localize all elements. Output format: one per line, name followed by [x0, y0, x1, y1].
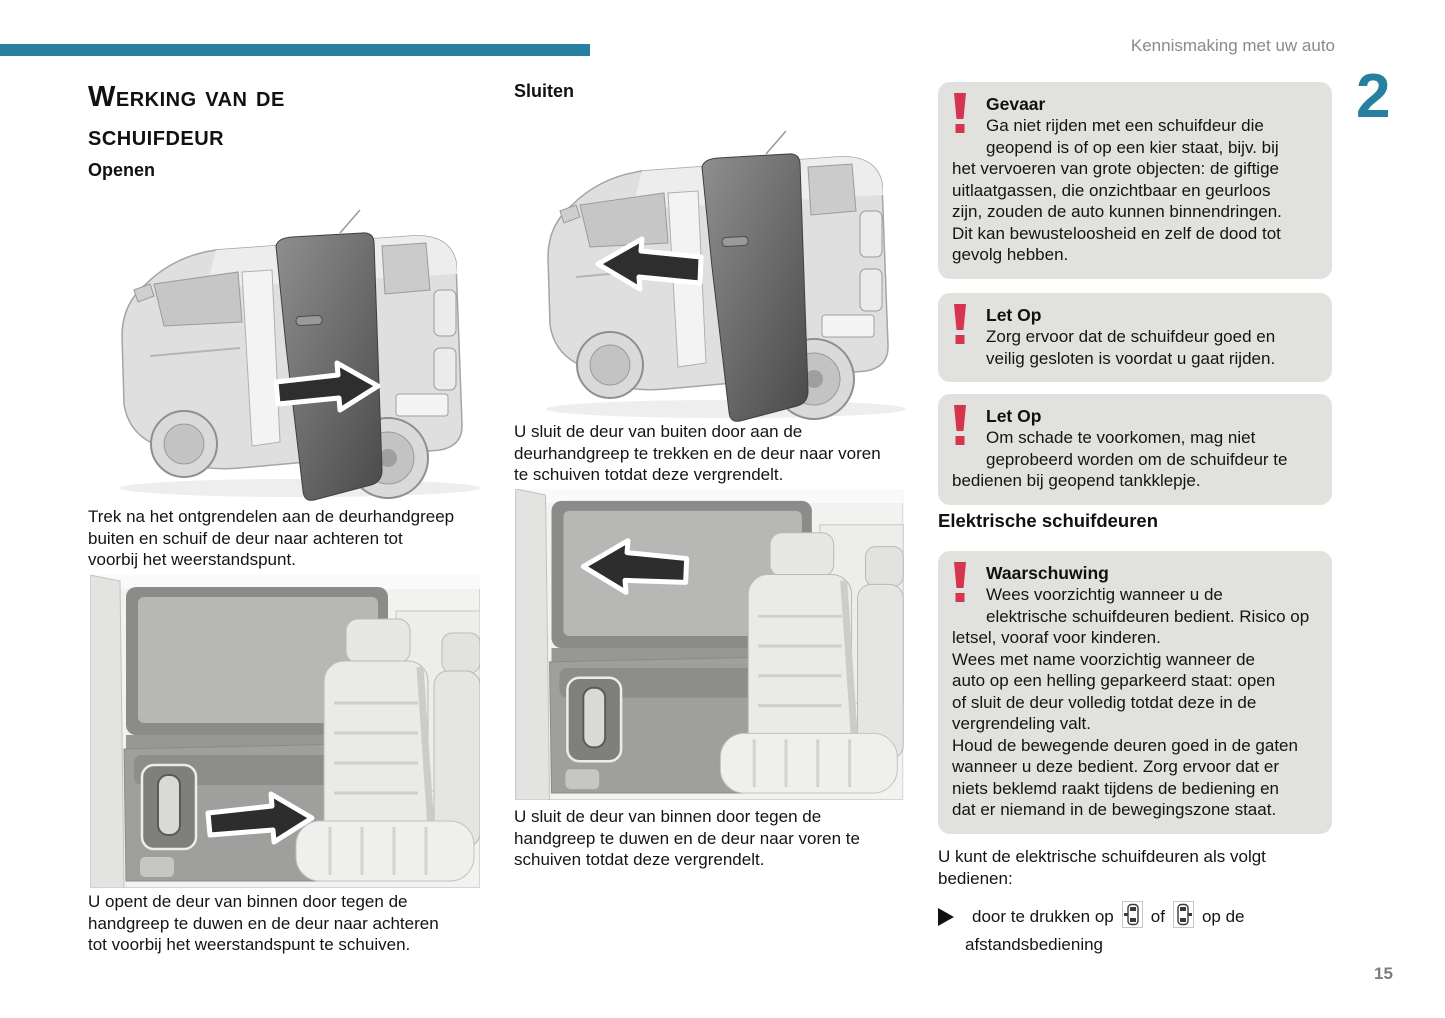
close-inside-paragraph: U sluit de deur van binnen door tegen de… — [514, 807, 860, 869]
bullet-text-before: door te drukken op — [972, 907, 1114, 926]
car-left-sliding-door-icon — [1121, 901, 1143, 933]
exclamation-icon — [952, 562, 986, 607]
warning-box: Waarschuwing Wees voorzichtig wanneer u … — [938, 551, 1332, 834]
warning-title: Waarschuwing — [986, 563, 1109, 583]
bullet-text-line2: afstandsbediening — [965, 935, 1104, 954]
bullet-text-after: op de — [1201, 907, 1245, 926]
operate-intro-paragraph: U kunt de elektrische schuifdeuren als v… — [938, 847, 1266, 888]
caution-2-title: Let Op — [986, 406, 1042, 426]
arrow-backward-icon — [273, 360, 381, 413]
caution-box-2: Let Op Om schade te voorkomen, mag niet … — [938, 394, 1332, 505]
exclamation-icon — [952, 304, 986, 349]
caution-box-1: Let Op Zorg ervoor dat de schuifdeur goe… — [938, 293, 1332, 382]
section-header: Kennismaking met uw auto — [1130, 36, 1335, 55]
caution-1-title: Let Op — [986, 305, 1042, 325]
open-outside-paragraph: Trek na het ontgrendelen aan de deurhand… — [88, 507, 455, 569]
header-accent-bar — [0, 44, 590, 56]
car-right-sliding-door-icon — [1172, 901, 1194, 933]
van-exterior-open-door-figure — [90, 186, 482, 504]
warning-text: Wees voorzichtig wanneer u de elektrisch… — [952, 585, 1310, 819]
exclamation-icon — [952, 405, 986, 450]
right-triangle-icon — [938, 908, 954, 926]
heading-openen: Openen — [88, 160, 156, 180]
page-title: Werking van de schuifdeur — [88, 81, 285, 152]
remote-bullet-item: door te drukken op of — [938, 901, 1378, 957]
exclamation-icon — [952, 93, 986, 138]
arrow-backward-icon — [205, 791, 315, 845]
page-number: 15 — [1374, 964, 1393, 983]
danger-text: Ga niet rijden met een schuifdeur die ge… — [952, 116, 1282, 264]
arrow-forward-icon — [580, 538, 690, 595]
van-exterior-close-door-figure — [516, 107, 908, 425]
bullet-text-between: of — [1150, 907, 1165, 926]
danger-box: Gevaar Ga niet rijden met een schuifdeur… — [938, 82, 1332, 279]
chapter-number: 2 — [1356, 62, 1391, 131]
van-interior-open-door-figure — [90, 575, 480, 888]
close-outside-paragraph: U sluit de deur van buiten door aan de d… — [514, 422, 881, 484]
caution-1-text: Zorg ervoor dat de schuifdeur goed en ve… — [986, 327, 1276, 368]
caution-2-text: Om schade te voorkomen, mag niet geprobe… — [952, 428, 1288, 490]
open-inside-paragraph: U opent de deur van binnen door tegen de… — [88, 892, 439, 954]
van-interior-close-door-figure — [514, 489, 905, 800]
danger-title: Gevaar — [986, 94, 1046, 114]
arrow-forward-icon — [595, 236, 704, 292]
heading-sluiten: Sluiten — [514, 81, 575, 101]
heading-elektrische-schuifdeuren: Elektrische schuifdeuren — [938, 510, 1159, 531]
